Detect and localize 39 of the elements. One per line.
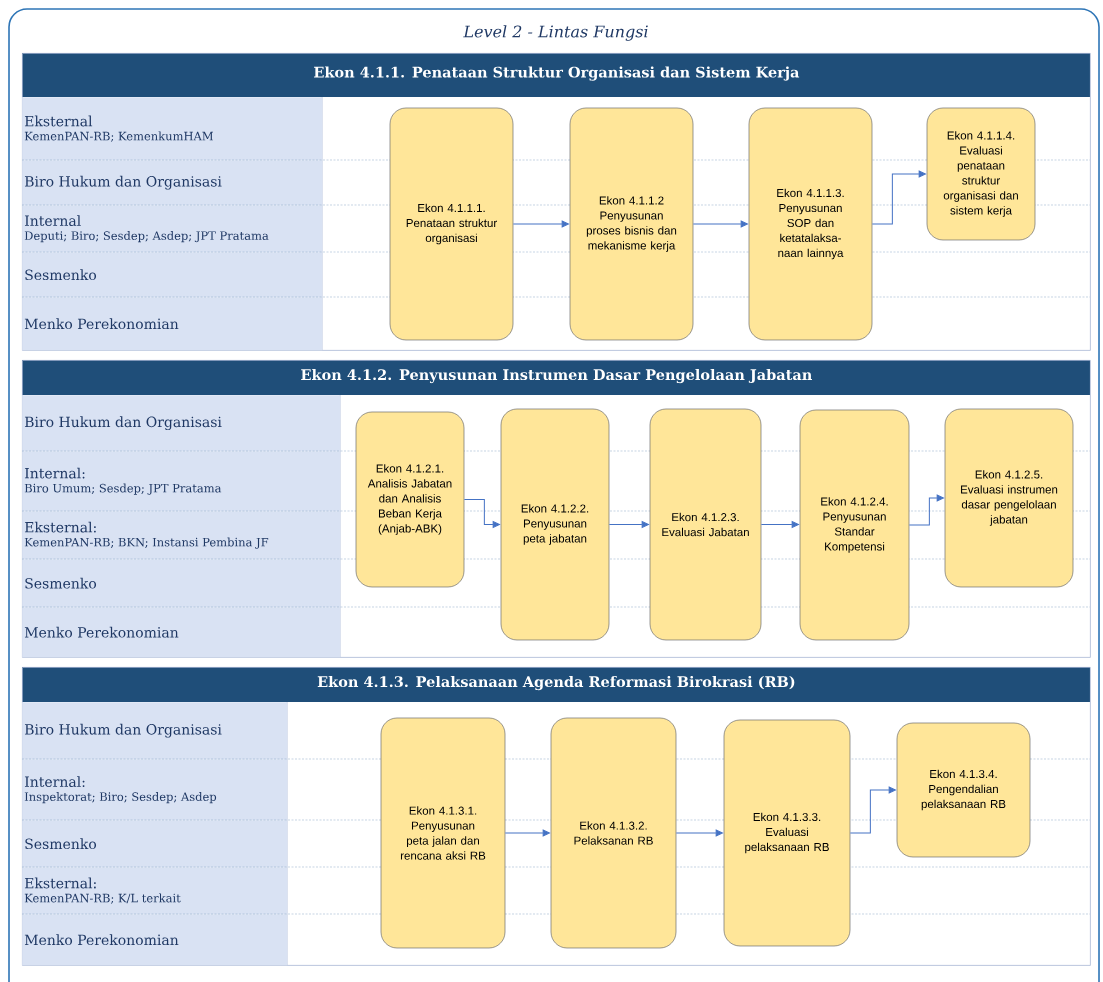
arrow <box>512 220 569 228</box>
arrow <box>871 170 926 225</box>
process-box: Ekon 4.1.3.3. Evaluasi pelaksanaan RB <box>723 719 851 947</box>
lane-label: Eksternal KemenPAN-RB; KemenkumHAM <box>22 97 323 161</box>
lane-label: Internal Deputi; Biro; Sesdep; Asdep; JPT Pratama <box>22 205 323 253</box>
diagram-title: Level 2 - Lintas Fungsi <box>463 25 648 41</box>
arrow <box>760 521 799 528</box>
lane-label: Menko Perekonomian <box>22 607 341 658</box>
process-box: Ekon 4.1.3.2. Pelaksanan RB <box>550 717 677 949</box>
lane-label: Sesmenko <box>22 820 288 868</box>
process-box: Ekon 4.1.2.3. Evaluasi Jabatan <box>649 408 762 641</box>
process-box: Ekon 4.1.2.2. Penyusunan peta jabatan <box>500 408 610 641</box>
process-box: Ekon 4.1.3.1. Penyusunan peta jalan dan rencana aksi RB <box>380 717 506 949</box>
arrow <box>692 220 748 228</box>
lane-label: Sesmenko <box>22 559 341 608</box>
arrow <box>504 829 550 837</box>
lane-label: Biro Hukum dan Organisasi <box>22 395 341 452</box>
arrow <box>608 521 649 528</box>
lane-label: Menko Perekonomian <box>22 914 288 966</box>
lane-label: Sesmenko <box>22 252 323 298</box>
arrow <box>908 494 944 526</box>
lane-label: Biro Hukum dan Organisasi <box>22 702 288 760</box>
lane-label: Menko Perekonomian <box>22 297 323 351</box>
process-box: Ekon 4.1.1.1. Penataan struktur organisasi <box>389 107 514 341</box>
process-box: Ekon 4.1.1.2 Penyusunan proses bisnis dan mekanisme kerja <box>569 107 694 341</box>
arrow <box>849 786 896 834</box>
lane-label: Biro Hukum dan Organisasi <box>22 160 323 206</box>
process-box: Ekon 4.1.2.5. Evaluasi instrumen dasar pengelolaan jabatan <box>944 408 1074 588</box>
arrow <box>463 499 500 528</box>
process-box: Ekon 4.1.2.4. Penyusunan Standar Kompetensi <box>799 409 910 641</box>
process-box: Ekon 4.1.3.4. Pengendalian pelaksanaan RB <box>896 722 1031 858</box>
lane-label: Eksternal: KemenPAN-RB; BKN; Instansi Pembina JF <box>22 511 341 560</box>
lane-label: Eksternal: KemenPAN-RB; K/L terkait <box>22 867 288 915</box>
process-box: Ekon 4.1.1.4. Evaluasi penataan struktur organisasi dan sistem kerja <box>926 107 1036 241</box>
lane-label: Internal: Inspektorat; Biro; Sesdep; Asdep <box>22 759 288 821</box>
arrow <box>675 829 723 837</box>
process-box: Ekon 4.1.1.3. Penyusunan SOP dan ketatalaksa-naan lainnya <box>748 107 873 341</box>
process-box: Ekon 4.1.2.1. Analisis Jabatan dan Analisis Beban Kerja (Anjab-ABK) <box>355 411 465 588</box>
lane-label: Internal: Biro Umum; Sesdep; JPT Pratama <box>22 451 341 512</box>
